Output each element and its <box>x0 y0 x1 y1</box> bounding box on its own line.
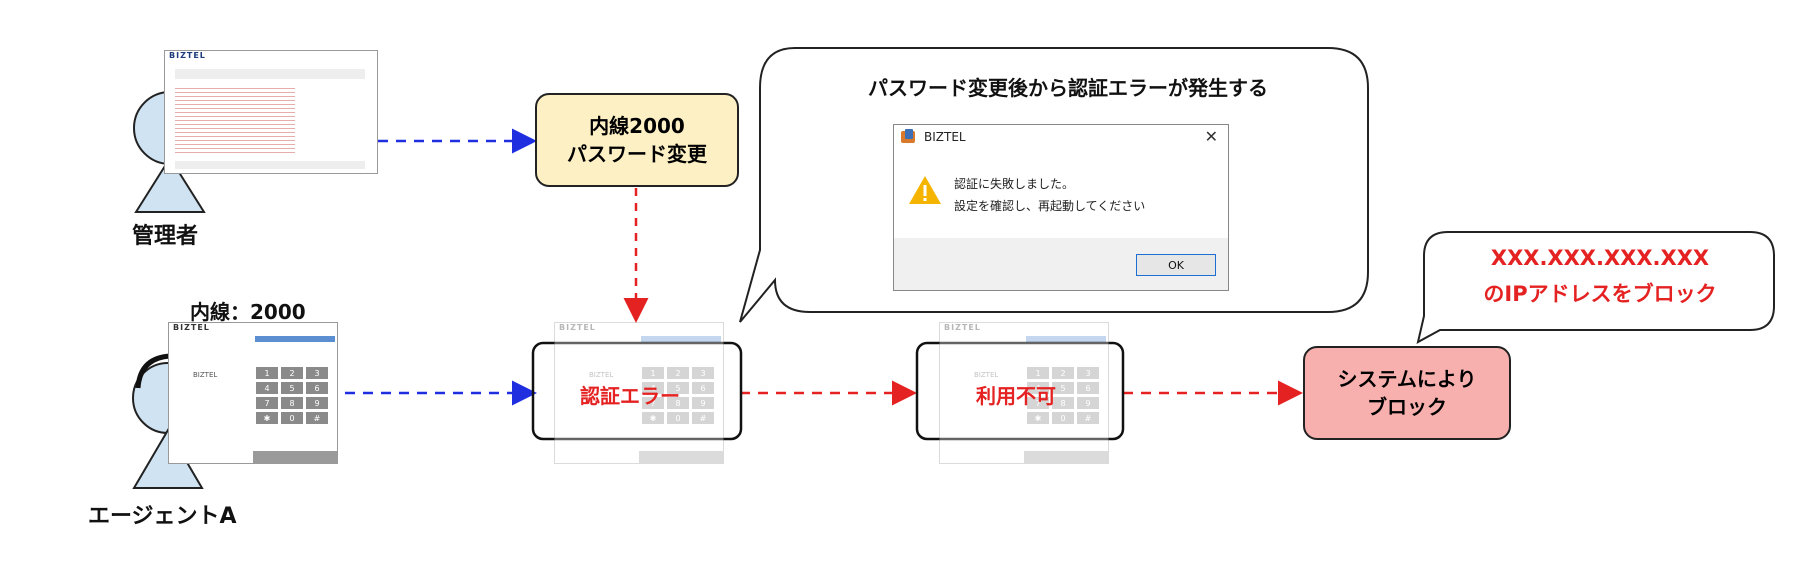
key-4: 4 <box>256 382 278 394</box>
system-block-line1: システムにより <box>1337 367 1477 391</box>
key-hash: # <box>306 412 328 424</box>
unavailable-app-status-bar <box>1026 336 1106 342</box>
password-change-line2: パスワード変更 <box>567 142 707 166</box>
warning-icon <box>909 176 941 204</box>
unavailable-app-brand: BIZTEL <box>944 323 981 332</box>
admin-console-footer-bar <box>175 161 365 169</box>
ip-callout-line1: XXX.XXX.XXX.XXX <box>1490 246 1710 270</box>
ip-callout-line2: のIPアドレスをブロック <box>1483 282 1717 306</box>
key-1: 1 <box>642 367 664 379</box>
key-7: 7 <box>256 397 278 409</box>
key-7: 7 <box>1027 397 1049 409</box>
agent-app-bottom-bar <box>253 451 337 463</box>
agent-phone-app-screenshot: BIZTEL BIZTEL 1 2 3 4 5 6 7 8 9 ✱ 0 # <box>168 322 338 464</box>
auth-error-app-bottom-bar <box>639 451 723 463</box>
key-6: 6 <box>1077 382 1099 394</box>
system-block-line2: ブロック <box>1367 395 1447 419</box>
agent-app-brand: BIZTEL <box>173 323 210 332</box>
password-change-box: 内線2000 パスワード変更 <box>535 93 739 187</box>
ip-block-callout-bubble <box>1416 231 1775 344</box>
extension-label: 内線：2000 <box>190 300 306 324</box>
unavailable-app-brand-center: BIZTEL <box>974 371 999 379</box>
key-0: 0 <box>281 412 303 424</box>
dialog-message-line2: 設定を確認し、再起動してください <box>954 199 1146 213</box>
key-star: ✱ <box>1027 412 1049 424</box>
auth-error-app-screenshot: BIZTEL BIZTEL 1 2 3 4 5 6 7 8 9 ✱ 0 # <box>554 322 724 464</box>
key-6: 6 <box>306 382 328 394</box>
key-0: 0 <box>667 412 689 424</box>
key-star: ✱ <box>642 412 664 424</box>
key-5: 5 <box>667 382 689 394</box>
auth-error-app-status-bar <box>641 336 721 342</box>
admin-console-brand: BIZTEL <box>169 51 206 60</box>
agent-app-status-bar <box>255 336 335 342</box>
unavailable-overlay-text: 利用不可 <box>976 384 1056 408</box>
password-change-line1: 内線2000 <box>589 114 685 138</box>
admin-console-heading-bar <box>175 69 365 79</box>
error-callout-title: パスワード変更後から認証エラーが発生する <box>868 76 1268 100</box>
key-star: ✱ <box>256 412 278 424</box>
biztel-app-icon <box>901 129 915 143</box>
auth-error-overlay-text: 認証エラー <box>580 384 680 408</box>
key-0: 0 <box>1052 412 1074 424</box>
admin-label: 管理者 <box>132 224 199 249</box>
dialog-close-icon[interactable]: ✕ <box>1204 127 1218 146</box>
unavailable-highlight-frame <box>915 341 1125 441</box>
key-3: 3 <box>1077 367 1099 379</box>
system-block-box: システムにより ブロック <box>1303 346 1511 440</box>
key-8: 8 <box>1052 397 1074 409</box>
unavailable-app-bottom-bar <box>1024 451 1108 463</box>
key-2: 2 <box>1052 367 1074 379</box>
key-hash: # <box>692 412 714 424</box>
agent-label: エージェントA <box>88 504 237 529</box>
auth-error-app-brand-center: BIZTEL <box>589 371 614 379</box>
admin-console-screenshot: BIZTEL <box>164 50 378 174</box>
key-7: 7 <box>642 397 664 409</box>
dialog-message-line1: 認証に失敗しました。 <box>954 177 1075 191</box>
key-6: 6 <box>692 382 714 394</box>
dialog-footer: OK <box>894 238 1228 290</box>
unavailable-app-screenshot: BIZTEL BIZTEL 1 2 3 4 5 6 7 8 9 ✱ 0 # <box>939 322 1109 464</box>
key-8: 8 <box>281 397 303 409</box>
auth-error-highlight-frame <box>531 341 743 441</box>
key-4: 4 <box>1027 382 1049 394</box>
admin-console-text-lines <box>175 85 295 155</box>
key-2: 2 <box>281 367 303 379</box>
key-9: 9 <box>1077 397 1099 409</box>
key-2: 2 <box>667 367 689 379</box>
key-5: 5 <box>281 382 303 394</box>
key-3: 3 <box>306 367 328 379</box>
dialog-title: BIZTEL <box>924 130 966 144</box>
key-1: 1 <box>256 367 278 379</box>
key-4: 4 <box>642 382 664 394</box>
agent-app-brand-center: BIZTEL <box>193 371 218 379</box>
key-8: 8 <box>667 397 689 409</box>
key-3: 3 <box>692 367 714 379</box>
auth-error-dialog: BIZTEL ✕ 認証に失敗しました。 設定を確認し、再起動してください OK <box>893 124 1229 291</box>
dialog-ok-button[interactable]: OK <box>1136 254 1216 276</box>
key-5: 5 <box>1052 382 1074 394</box>
key-9: 9 <box>306 397 328 409</box>
auth-error-app-brand: BIZTEL <box>559 323 596 332</box>
key-hash: # <box>1077 412 1099 424</box>
key-1: 1 <box>1027 367 1049 379</box>
key-9: 9 <box>692 397 714 409</box>
